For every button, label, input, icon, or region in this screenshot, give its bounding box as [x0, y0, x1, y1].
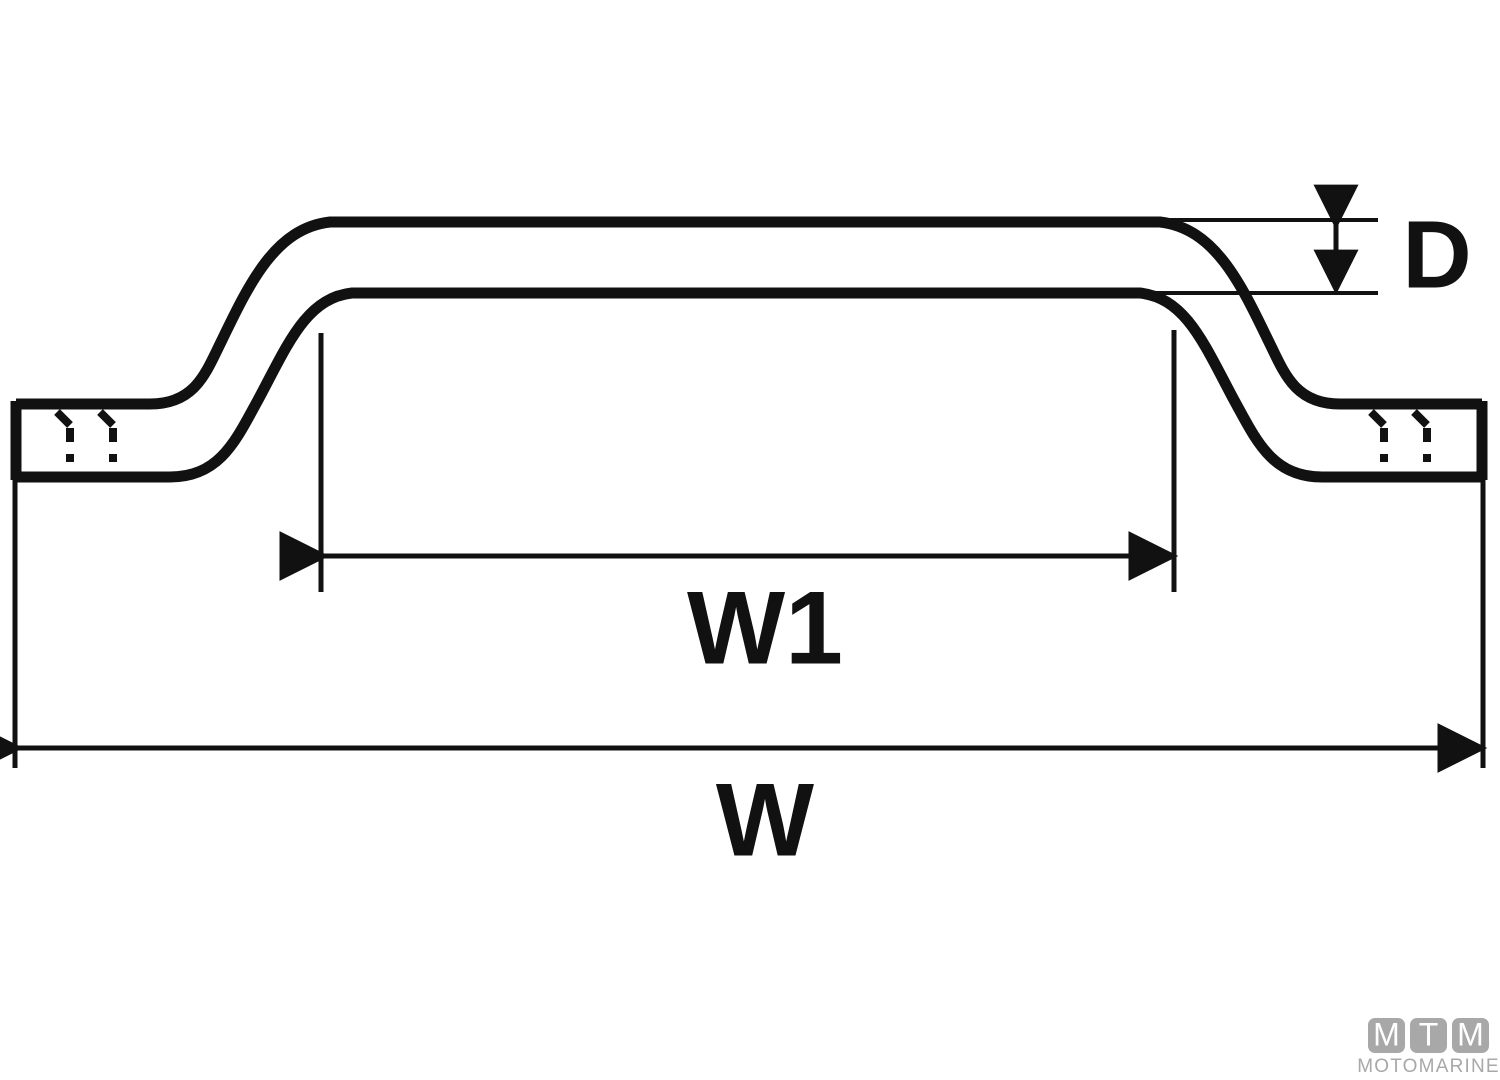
logo-letter-m2: M	[1457, 1016, 1484, 1052]
logo-wordmark: MOTOMARINE	[1357, 1056, 1500, 1077]
dimension-D: D	[1150, 184, 1472, 308]
dimension-W1: W1	[279, 330, 1179, 686]
logo-letter-t: T	[1419, 1016, 1439, 1052]
chamfer-tick	[1411, 409, 1430, 428]
upper-rail	[16, 216, 1482, 410]
left-mounting-foot-holes	[54, 409, 117, 462]
logo-tile-m2	[1452, 1018, 1489, 1053]
logo-tile-t	[1410, 1018, 1447, 1053]
inner-rail	[16, 287, 1482, 483]
chamfer-tick	[54, 409, 73, 428]
right-mounting-foot-holes	[1368, 409, 1431, 462]
chamfer-tick	[1368, 409, 1387, 428]
mtm-motomarine-logo: M T M MOTOMARINE	[1357, 1016, 1500, 1077]
dimension-W: W	[0, 480, 1488, 878]
dimension-label-w1: W1	[687, 570, 843, 686]
logo-tile-m1	[1368, 1018, 1405, 1053]
dimension-label-w: W	[716, 762, 815, 878]
dimension-label-d: D	[1402, 201, 1471, 308]
part-outline	[10, 216, 1488, 483]
logo-tiles: M T M	[1368, 1016, 1489, 1053]
chamfer-tick	[97, 409, 116, 428]
logo-letter-m1: M	[1373, 1016, 1400, 1052]
